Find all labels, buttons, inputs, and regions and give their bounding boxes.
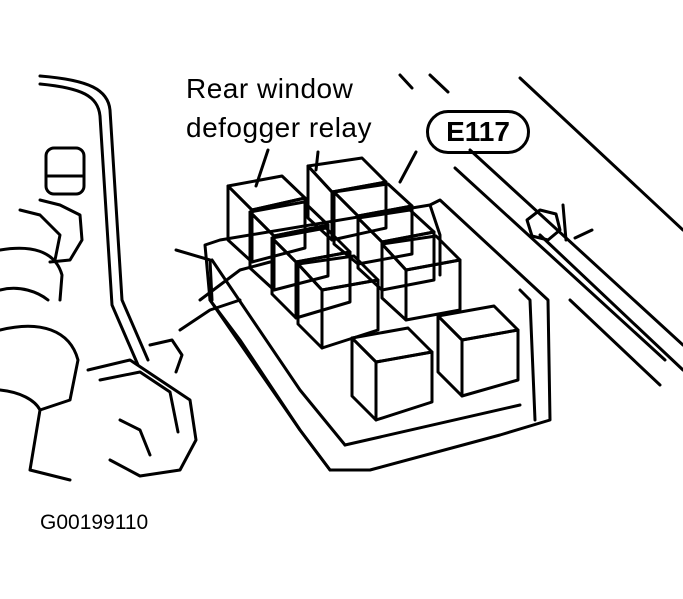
relay-label-line-2: defogger relay [186,112,373,143]
relay [356,208,436,292]
figure-id: G00199110 [40,511,149,534]
connector-id-badge: E117 [426,110,530,154]
leader-lines [254,148,418,188]
relay [248,200,330,292]
relay [270,226,352,320]
relay-label-line-1: Rear window [186,73,354,104]
relay-box [203,198,552,472]
relay [380,234,462,322]
relay [350,326,434,422]
hose-assembly [0,146,86,302]
brake-pipe [38,74,150,367]
relay [306,156,388,242]
relay-defogger [226,174,307,264]
mounting-bolt [525,203,594,242]
body-panel-lines [398,73,683,387]
engine-components [0,248,272,482]
relays [226,156,520,422]
relay [296,254,380,350]
relay [436,304,520,398]
